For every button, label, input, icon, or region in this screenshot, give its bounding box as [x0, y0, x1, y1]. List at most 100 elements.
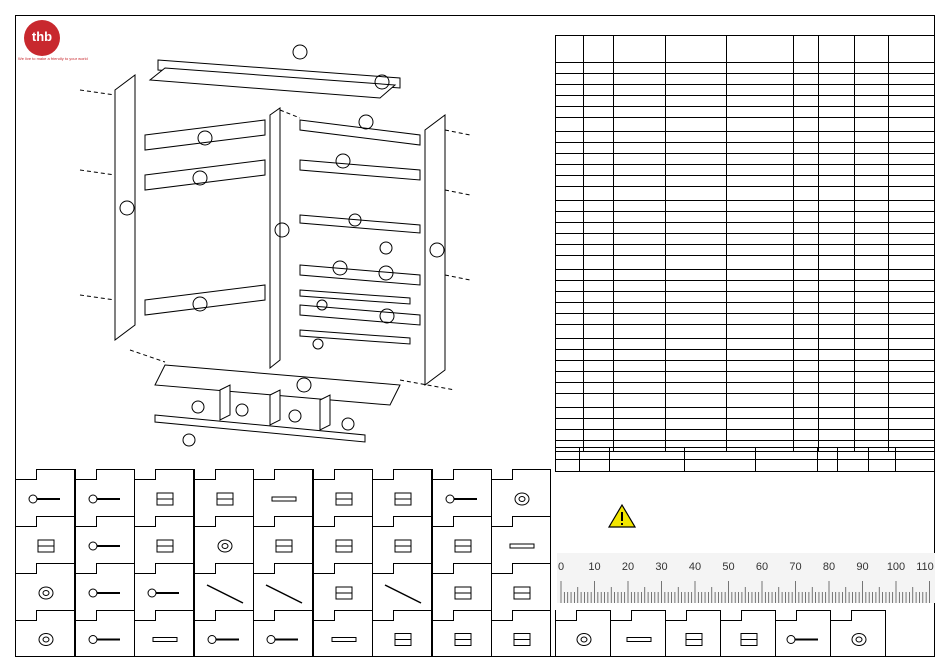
- parts-table-cell: [613, 393, 667, 408]
- parts-table-cell: [887, 407, 936, 419]
- parts-table-cell: [554, 211, 585, 223]
- parts-table-cell: [726, 186, 794, 201]
- oval-pad-icon: [38, 586, 54, 600]
- parts-table-cell: [665, 280, 728, 292]
- parts-table-cell: [583, 35, 615, 63]
- parts-table-cell: [613, 95, 667, 107]
- parts-table-cell: [554, 244, 585, 256]
- clip-bracket-icon: [275, 539, 293, 553]
- ruler-label: 70: [789, 561, 801, 573]
- parts-table-cell: [817, 382, 855, 394]
- parts-table-cell: [853, 313, 889, 325]
- parts-table-cell: [583, 313, 615, 325]
- hardware-cell-mount-plate: [431, 610, 492, 657]
- parts-table-cell: [726, 84, 794, 96]
- mark-stamp-icon: [685, 633, 703, 646]
- parts-table-cell: [792, 153, 819, 165]
- parts-table-cell: [554, 255, 585, 270]
- hardware-tag: [372, 516, 394, 527]
- hardware-cell-barrel-nut: [491, 516, 551, 564]
- parts-table-cell: [887, 142, 936, 154]
- parts-table-cell: [726, 371, 794, 383]
- parts-table-cell: [726, 324, 794, 339]
- parts-table-cell: [613, 142, 667, 154]
- hinge-icon: [37, 539, 55, 553]
- parts-table-row: [554, 142, 936, 154]
- parts-table-cell: [613, 222, 667, 234]
- parts-table-cell: [613, 164, 667, 176]
- parts-table-cell: [613, 117, 667, 132]
- summary-table-row: [555, 459, 935, 472]
- parts-table-row: [554, 131, 936, 143]
- parts-table-cell: [853, 302, 889, 314]
- parts-table-cell: [817, 222, 855, 234]
- parts-table-cell: [887, 349, 936, 361]
- parts-table-cell: [554, 313, 585, 325]
- hardware-tag: [312, 516, 335, 527]
- parts-table-cell: [853, 73, 889, 85]
- hardware-tag: [253, 469, 275, 480]
- parts-table-cell: [887, 382, 936, 394]
- summary-table-cell: [609, 459, 685, 472]
- hardware-tag: [372, 469, 394, 480]
- bent-rod-icon: [265, 584, 303, 604]
- parts-table-cell: [792, 313, 819, 325]
- parts-table-cell: [887, 200, 936, 212]
- parts-table-cell: [853, 233, 889, 245]
- parts-table-cell: [665, 62, 728, 74]
- parts-table-cell: [583, 131, 615, 143]
- parts-table-cell: [554, 95, 585, 107]
- parts-table-row: [554, 291, 936, 303]
- hardware-cell-screw-round-head: [15, 469, 75, 517]
- parts-table-cell: [792, 382, 819, 394]
- foot-block-icon: [335, 586, 352, 600]
- parts-table-cell: [665, 349, 728, 361]
- parts-table-cell: [613, 200, 667, 212]
- hardware-cell-machine-screw: [775, 610, 831, 657]
- hardware-cell-strip: [134, 610, 194, 657]
- parts-table-cell: [887, 186, 936, 201]
- hardware-cell-plate-angle: [491, 563, 551, 611]
- parts-table-cell: [887, 324, 936, 339]
- hardware-tag: [491, 563, 513, 574]
- parts-table-cell: [792, 164, 819, 176]
- parts-table-cell: [554, 84, 585, 96]
- hardware-cell-drawer-clip: [372, 516, 432, 564]
- parts-table-cell: [887, 117, 936, 132]
- parts-table-cell: [665, 244, 728, 256]
- parts-table-cell: [665, 429, 728, 441]
- parts-table-cell: [817, 407, 855, 419]
- parts-table-cell: [583, 244, 615, 256]
- parts-table-cell: [726, 302, 794, 314]
- hardware-tag: [431, 563, 454, 574]
- parts-table-row: [554, 429, 936, 441]
- hardware-tag: [74, 516, 97, 527]
- parts-table-cell: [726, 244, 794, 256]
- parts-table-cell: [554, 233, 585, 245]
- parts-table-cell: [853, 106, 889, 118]
- parts-table-cell: [613, 280, 667, 292]
- hardware-cell-cam-lock: [193, 469, 254, 517]
- parts-table-cell: [817, 280, 855, 292]
- ruler-label: 30: [655, 561, 667, 573]
- parts-table-cell: [792, 360, 819, 372]
- parts-table-cell: [583, 407, 615, 419]
- parts-table-cell: [554, 349, 585, 361]
- parts-table-cell: [613, 62, 667, 74]
- parts-table-cell: [792, 291, 819, 303]
- parts-table-cell: [726, 73, 794, 85]
- hardware-cell-cam-dowel: [134, 469, 194, 517]
- parts-table-cell: [817, 142, 855, 154]
- parts-table-row: [554, 371, 936, 383]
- ruler-label: 40: [689, 561, 701, 573]
- pan-screw-icon: [207, 635, 239, 644]
- summary-table-cell: [817, 459, 838, 472]
- summary-table-cell: [684, 447, 756, 460]
- parts-table-cell: [726, 131, 794, 143]
- parts-table-cell: [887, 222, 936, 234]
- hardware-cell-short-screw: [134, 563, 194, 611]
- parts-table-cell: [665, 106, 728, 118]
- parts-table-cell: [887, 269, 936, 281]
- parts-table-cell: [817, 349, 855, 361]
